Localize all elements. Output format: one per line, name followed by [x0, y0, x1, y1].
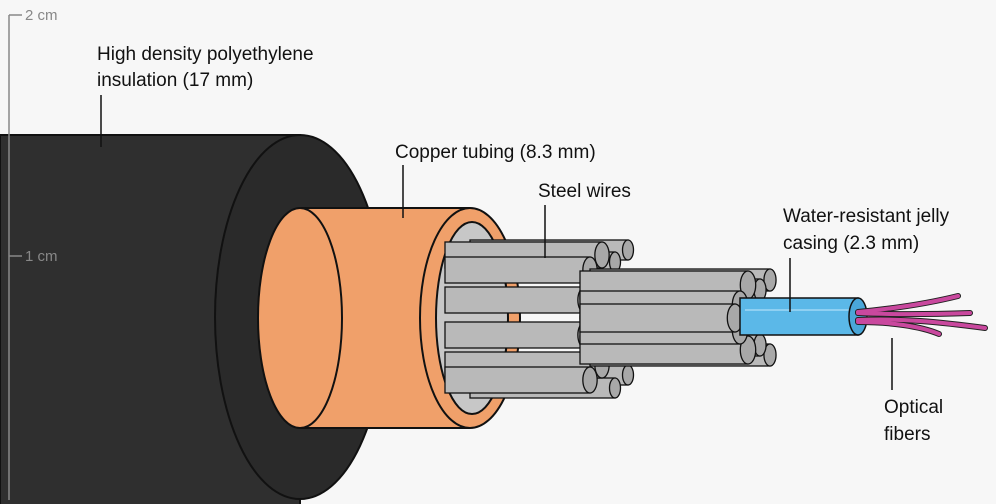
- label-fibers-line2: fibers: [884, 424, 930, 445]
- steel-wire: [444, 321, 593, 349]
- label-jelly-line1: Water-resistant jelly: [783, 206, 950, 227]
- steel-wire: [444, 256, 598, 284]
- label-copper: Copper tubing (8.3 mm): [395, 142, 596, 163]
- optical-fibers: [855, 293, 988, 337]
- scale-bar: 2 cm 1 cm: [8, 7, 58, 500]
- leader-lines: [100, 95, 893, 390]
- scale-label-2cm: 2 cm: [25, 7, 58, 24]
- label-insulation-line1: High density polyethylene: [97, 44, 314, 65]
- scale-label-1cm: 1 cm: [25, 248, 58, 265]
- jelly-casing: [739, 297, 868, 336]
- steel-wire: [444, 366, 598, 394]
- label-fibers-line1: Optical: [884, 397, 943, 418]
- steel-wires: [444, 239, 777, 399]
- steel-wire: [444, 286, 593, 314]
- label-steel: Steel wires: [538, 181, 631, 202]
- label-jelly-line2: casing (2.3 mm): [783, 233, 919, 254]
- steel-wire: [579, 303, 744, 333]
- label-insulation-line2: insulation (17 mm): [97, 70, 253, 91]
